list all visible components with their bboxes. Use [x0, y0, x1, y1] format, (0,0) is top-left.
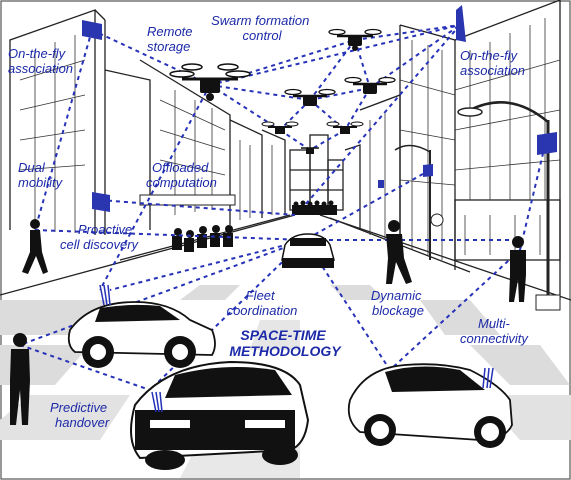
drone-icon — [301, 147, 319, 154]
crowd — [292, 200, 337, 215]
pedestrian-icon — [10, 333, 30, 425]
car-icon — [130, 360, 310, 470]
pedestrian-icon — [509, 236, 526, 302]
access-point-icon — [378, 180, 384, 188]
label-space-time: SPACE-TIME METHODOLOGY — [229, 327, 342, 359]
car-icon — [347, 363, 513, 448]
antenna-beams — [99, 284, 494, 413]
drone-icon — [284, 88, 336, 106]
label-on-the-fly-right: On-the-fly association — [460, 48, 525, 78]
access-point-icon — [456, 5, 466, 42]
access-point-icon — [82, 20, 102, 40]
drone-icon — [344, 76, 396, 94]
car-icon — [67, 301, 216, 368]
label-swarm-formation: Swarm formation control — [211, 13, 313, 43]
label-remote-storage: Remote storage — [147, 24, 196, 54]
access-point-icon — [92, 192, 110, 212]
seated-people — [172, 225, 233, 252]
label-on-the-fly-left: On-the-fly association — [8, 46, 73, 76]
pedestrian-icon — [386, 220, 412, 284]
access-point-icon — [423, 164, 433, 177]
drone-icon — [328, 28, 382, 51]
labels: Remote storage Swarm formation control O… — [8, 13, 529, 430]
communication-links — [19, 24, 546, 391]
label-multi-connectivity: Multi- connectivity — [460, 316, 529, 346]
drone-icon — [169, 63, 251, 101]
drone-icon — [326, 121, 364, 134]
car-icon — [281, 233, 335, 268]
access-point-icon — [537, 132, 557, 155]
label-proactive-discovery: Proactive cell discovery — [60, 222, 140, 252]
pedestrian-icon — [22, 219, 48, 274]
label-offloaded-computation: Offloaded computation — [146, 160, 217, 190]
label-dual-mobility: Dual mobility — [18, 160, 64, 190]
label-fleet-coordination: Fleet coordination — [227, 288, 298, 318]
label-dynamic-blockage: Dynamic blockage — [371, 288, 425, 318]
drone-icon — [261, 121, 299, 134]
label-predictive-handover: Predictive handover — [50, 400, 111, 430]
center-buildings — [289, 134, 344, 211]
